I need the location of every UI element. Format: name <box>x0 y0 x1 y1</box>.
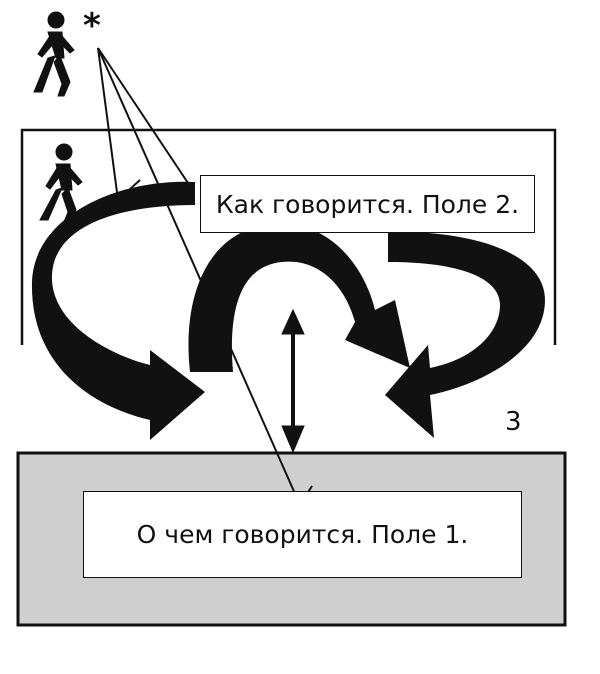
curved-arrow-right <box>385 231 545 438</box>
marker-number: 3 <box>505 407 522 437</box>
field-2-label: Как говорится. Поле 2. <box>200 175 535 233</box>
field-1-label: О чем говорится. Поле 1. <box>83 491 522 578</box>
curved-arrow-left <box>31 181 205 440</box>
connector-lines <box>97 47 313 506</box>
asterisk-mark: * <box>83 6 101 46</box>
upper-field-frame <box>20 128 557 345</box>
double-arrow-icon <box>281 308 305 454</box>
curved-arrow-center <box>188 223 410 372</box>
pedestrian-icon <box>33 11 75 97</box>
pedestrian-icon-2 <box>39 143 83 223</box>
